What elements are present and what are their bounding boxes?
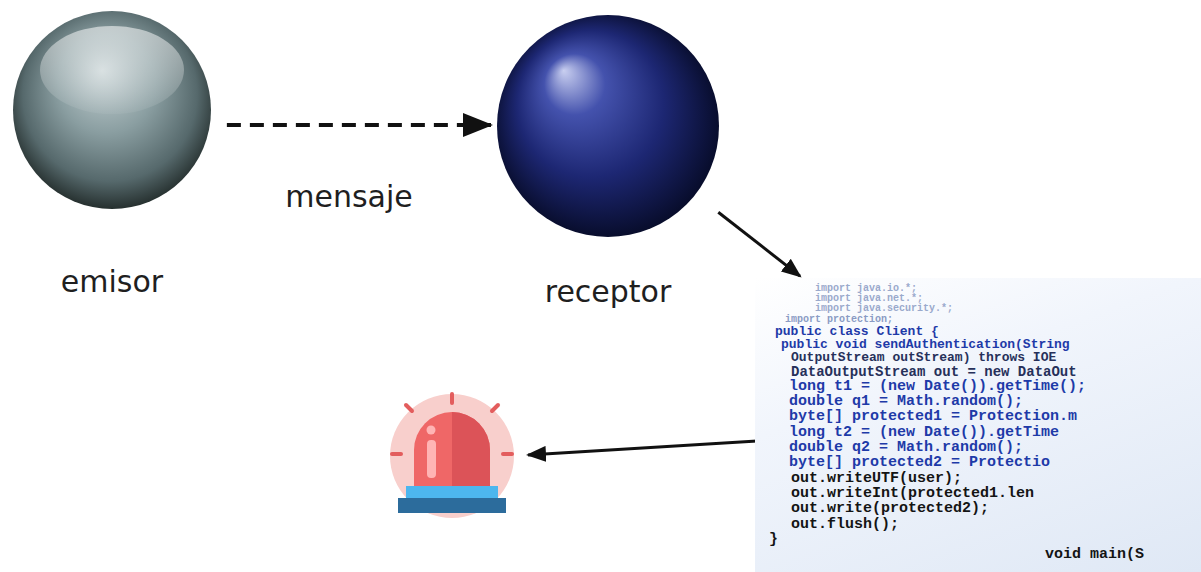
code-line: out.write(protected2); xyxy=(755,501,1201,516)
code-line: import java.security.*; xyxy=(755,304,1201,314)
code-line: OutputStream outStream) throws IOE xyxy=(755,351,1201,364)
node-label: receptor xyxy=(545,274,672,310)
code-line: out.writeUTF(user); xyxy=(755,471,1201,486)
code-image: import java.io.*;import java.net.*;impor… xyxy=(755,278,1201,572)
arrow xyxy=(528,441,757,455)
dashed-arrow xyxy=(227,123,491,127)
code-line: import protection; xyxy=(755,315,1201,325)
receiver-sphere: receptor xyxy=(496,14,720,238)
code-line: } xyxy=(755,532,1201,547)
gloss-highlight xyxy=(40,26,184,114)
sphere-shape xyxy=(12,10,212,210)
code-line: public class Client { xyxy=(755,325,1201,338)
code-line: long t2 = (new Date()).getTime xyxy=(755,425,1201,440)
code-line: void main(S xyxy=(755,547,1201,562)
sphere-shape xyxy=(496,14,720,238)
code-line: byte[] protected1 = Protection.m xyxy=(755,409,1201,424)
node-label: emisor xyxy=(61,264,163,300)
code-line: DataOutputStream out = new DataOut xyxy=(755,365,1201,379)
code-line: out.writeInt(protected1.len xyxy=(755,486,1201,501)
sphere xyxy=(13,11,211,209)
code-line: byte[] protected2 = Protectio xyxy=(755,455,1201,470)
code-line: long t1 = (new Date()).getTime(); xyxy=(755,379,1201,394)
code-line: import java.net.*; xyxy=(755,294,1201,304)
sender-sphere: emisor xyxy=(12,10,212,210)
edge-label: mensaje xyxy=(281,179,417,215)
code-line: import java.io.*; xyxy=(755,284,1201,294)
alarm-icon xyxy=(390,394,514,518)
arrow xyxy=(718,212,800,276)
code-line: double q1 = Math.random(); xyxy=(755,394,1201,409)
sphere xyxy=(497,15,719,237)
code-line: out.flush(); xyxy=(755,517,1201,532)
code-line: public void sendAuthentication(String xyxy=(755,338,1201,351)
code-line: double q2 = Math.random(); xyxy=(755,440,1201,455)
